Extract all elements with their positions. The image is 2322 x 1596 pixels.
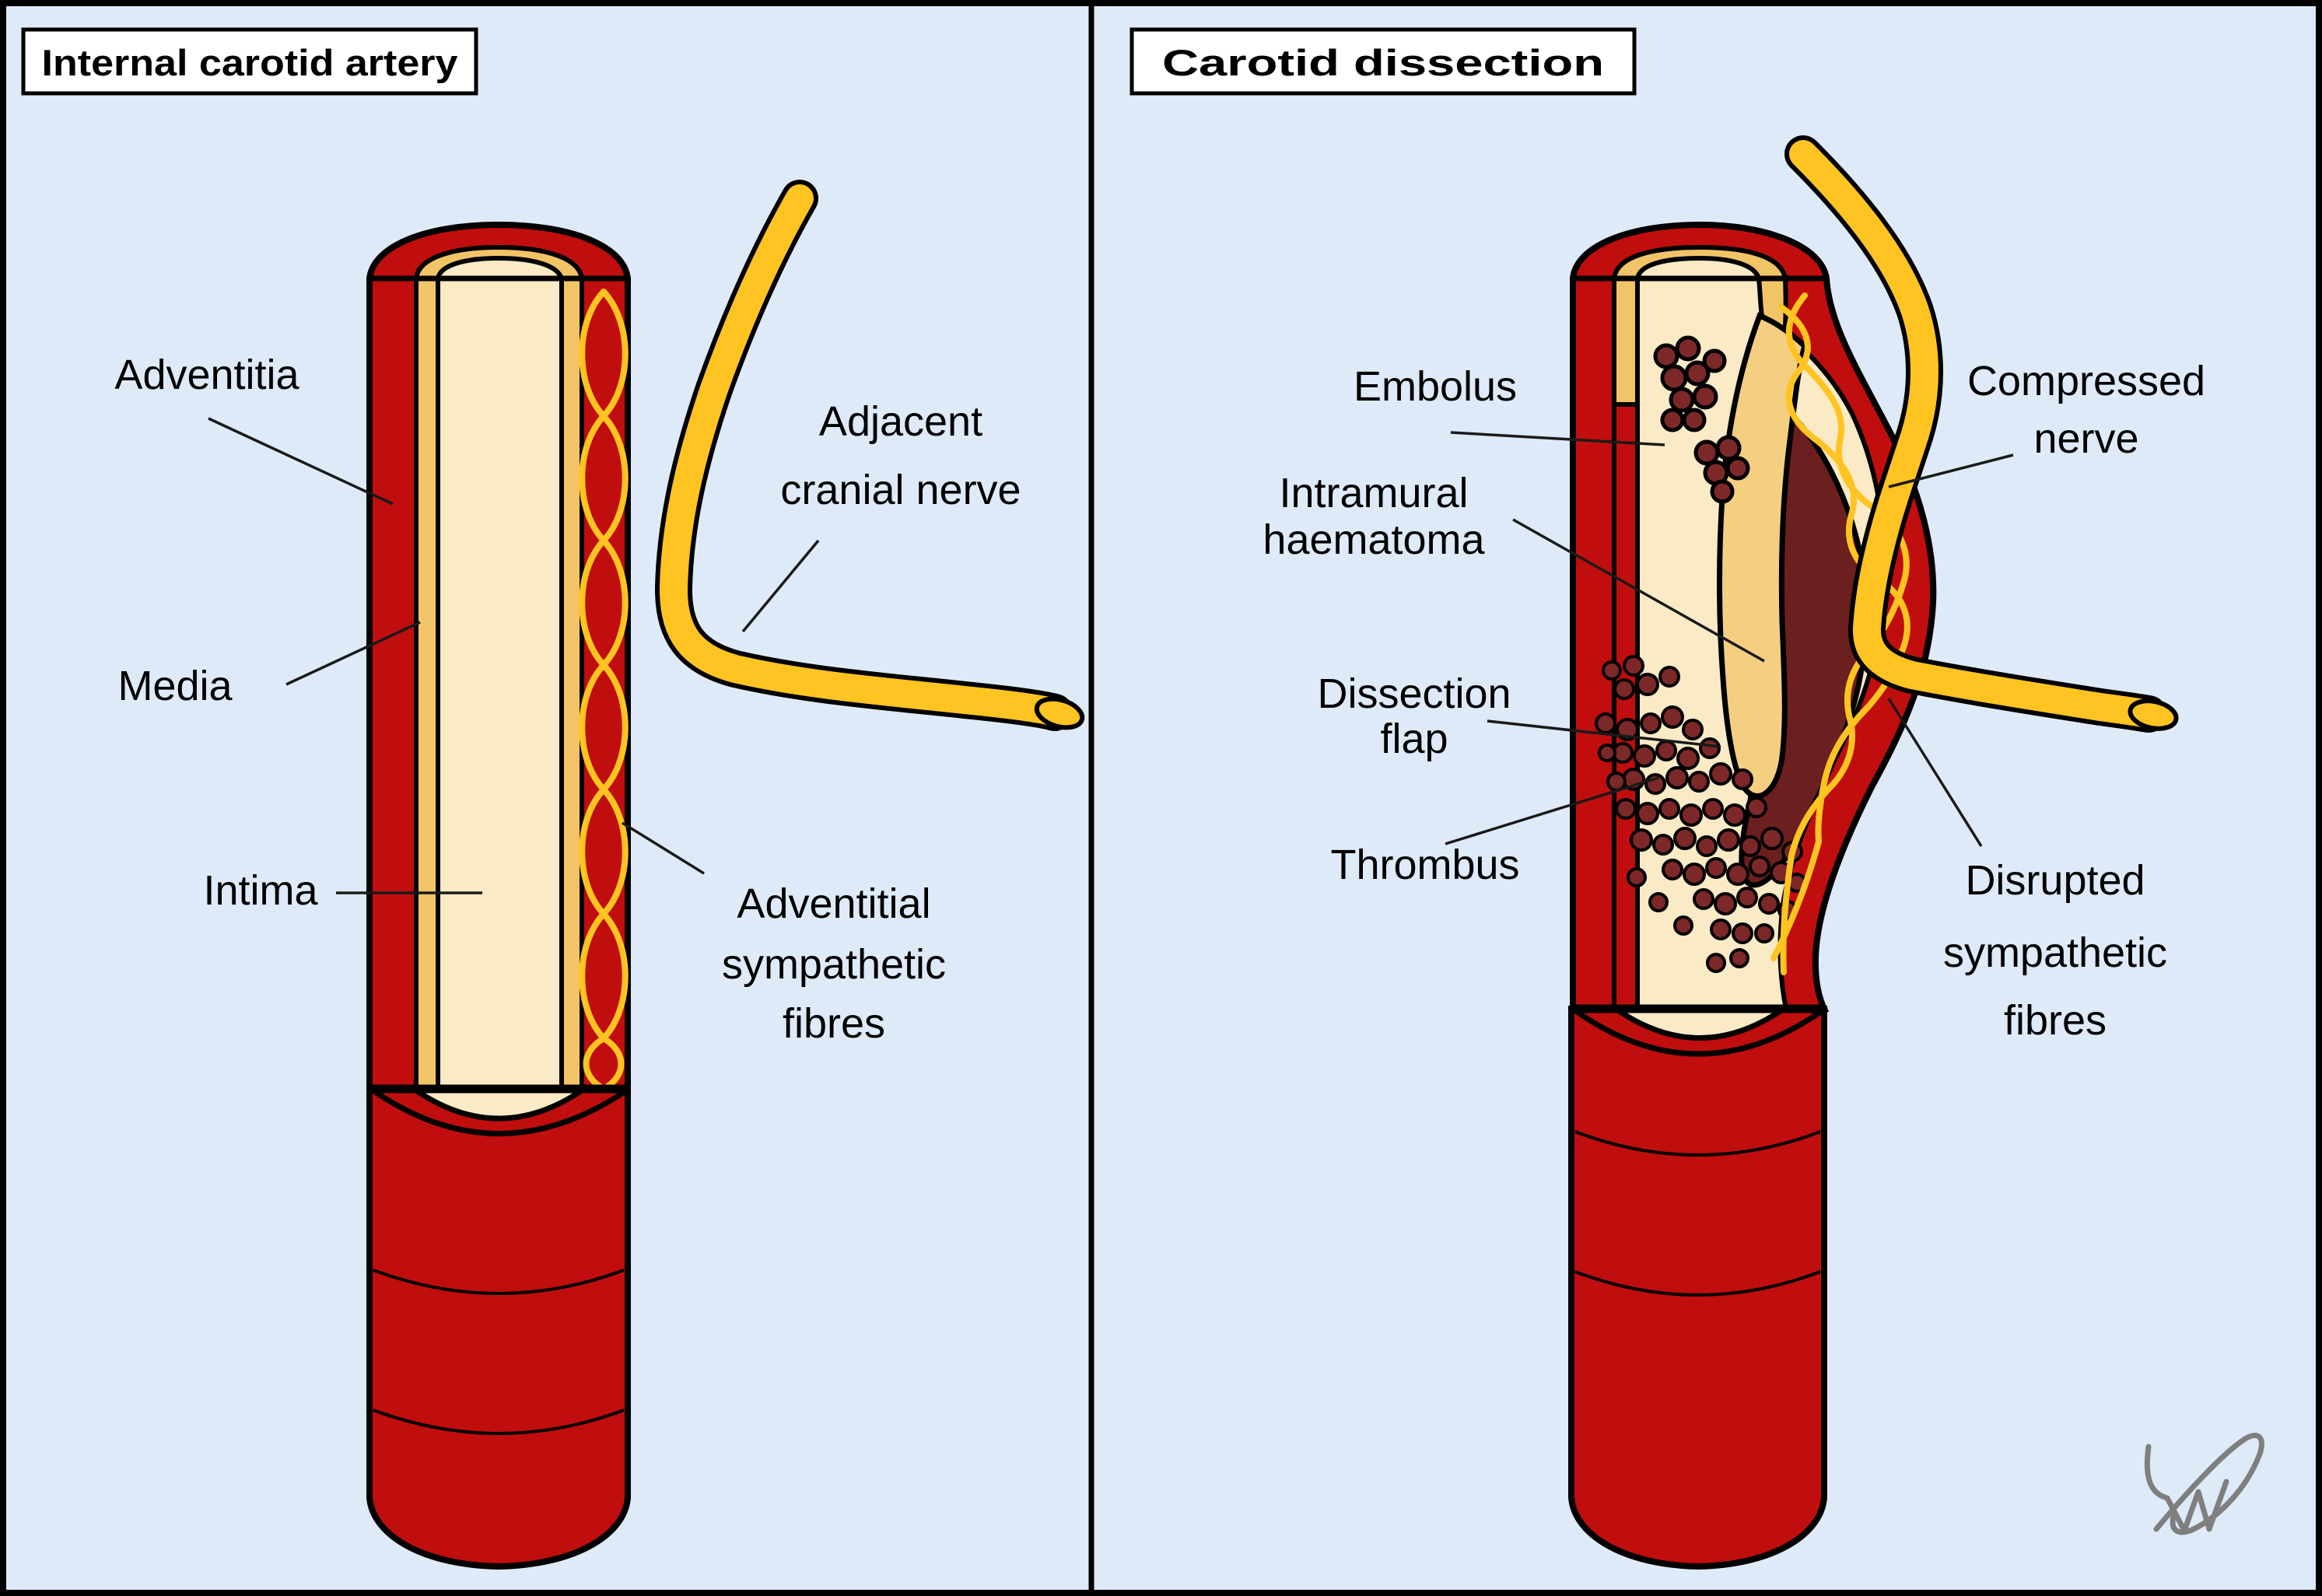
embolus-clots [1653,335,1750,504]
right-artery-cut-outer-arc [1574,1009,1823,1057]
left-artery-cut-bowl [407,1087,591,1122]
label-adjacent-cranial-nerve: Adjacent [819,398,982,445]
left-artery-outer-cylinder [366,1086,631,1570]
compressed-nerve-icon [1784,135,2179,733]
right-artery-outer-cylinder [1568,1006,1827,1570]
label-compressed-nerve: Compressed [1967,358,2205,404]
right-artery-cut-bowl [1609,1007,1791,1041]
right-labels: Embolus Intramural haematoma Dissection … [1263,358,2205,1044]
left-sympathetic-fibres-helix [579,289,629,1092]
right-title-box [1129,27,1637,96]
left-labels: Adventitia Media Intima Adjacent cranial… [114,352,1021,1047]
label-compressed-nerve: nerve [2033,415,2138,462]
label-adventitial-sympathetic-fibres: fibres [783,1000,885,1047]
label-disrupted-sympathetic-fibres: Disrupted [1965,857,2145,904]
label-adventitia: Adventitia [114,352,299,398]
label-intramural-haematoma: haematoma [1263,516,1485,563]
right-panel-title: Carotid dissection [1162,42,1604,83]
label-intramural-haematoma: Intramural [1279,470,1468,516]
label-dissection-flap: flap [1380,716,1448,762]
label-dissection-flap: Dissection [1317,670,1511,717]
label-embolus: Embolus [1354,363,1517,410]
label-disrupted-sympathetic-fibres: fibres [2004,997,2107,1044]
label-disrupted-sympathetic-fibres: sympathetic [1943,929,2167,976]
artist-signature-icon [2144,1433,2264,1535]
label-adventitial-sympathetic-fibres: sympathetic [722,941,946,988]
left-panel-title: Internal carotid artery [42,42,458,83]
label-intima: Intima [203,867,318,914]
right-artery-shading-line [1574,1270,1821,1297]
left-title-box [21,27,478,96]
left-artery-cut-outer-arc [373,1089,627,1136]
left-artery-intima-lumen [436,255,564,1091]
left-artery-shading-line [373,1409,625,1435]
right-panel: Embolus Intramural haematoma Dissection … [1129,27,2264,1570]
label-adventitial-sympathetic-fibres: Adventitial [737,880,930,927]
right-leader-lines [1445,431,2014,847]
left-panel: Adventitia Media Intima Adjacent cranial… [21,27,1085,1570]
label-thrombus: Thrombus [1330,842,1519,888]
adjacent-cranial-nerve-icon [655,180,1085,731]
disrupted-sympathetic-fibres [1770,292,1910,975]
label-adjacent-cranial-nerve: cranial nerve [780,467,1021,513]
right-artery-shading-line [1574,1130,1821,1157]
left-artery-shading-line [373,1269,625,1295]
label-media: Media [117,663,233,709]
left-leader-lines [208,417,820,894]
